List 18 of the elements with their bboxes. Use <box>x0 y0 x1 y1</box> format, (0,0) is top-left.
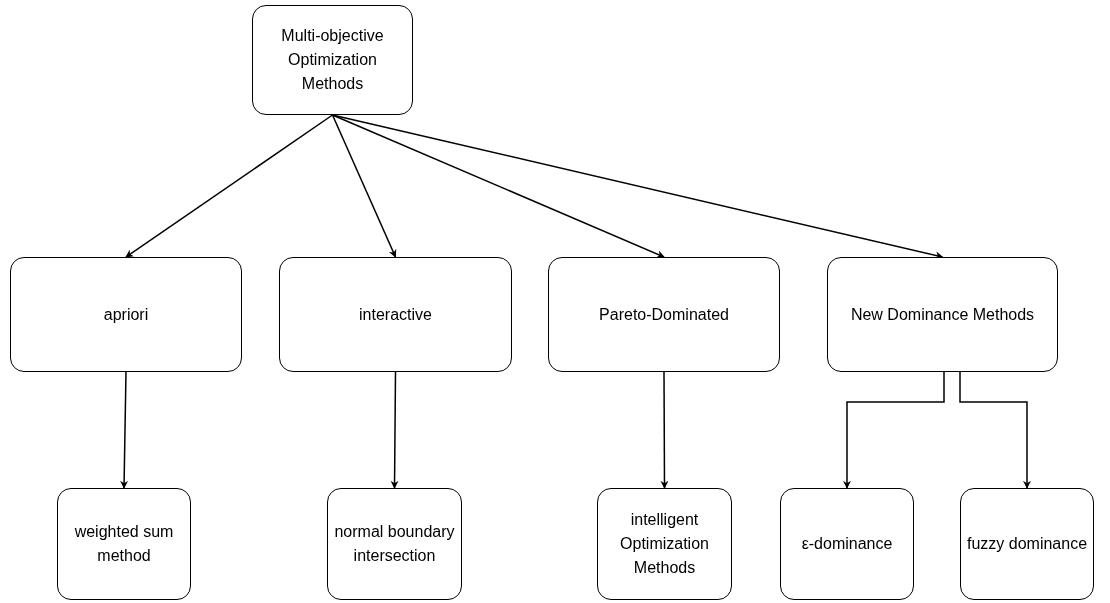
process-box: normal boundary intersection <box>327 488 462 600</box>
process-box: Multi-objective Optimization Methods <box>252 5 413 115</box>
arrow <box>660 371 669 489</box>
arrow <box>120 371 129 489</box>
arrow <box>843 371 945 489</box>
process-box: New Dominance Methods <box>827 257 1058 372</box>
process-box: intelligent Optimization Methods <box>597 488 732 600</box>
process-box: fuzzy dominance <box>960 488 1094 600</box>
arrow <box>959 371 1031 489</box>
arrow <box>390 371 399 489</box>
process-box: ε-dominance <box>780 488 914 600</box>
arrow <box>331 114 665 258</box>
process-box: Pareto-Dominated <box>548 257 780 372</box>
process-box: weighted sum method <box>57 488 191 600</box>
process-box: interactive <box>279 257 512 372</box>
arrow <box>331 114 397 258</box>
process-box: apriori <box>10 257 242 372</box>
arrow <box>125 114 334 258</box>
